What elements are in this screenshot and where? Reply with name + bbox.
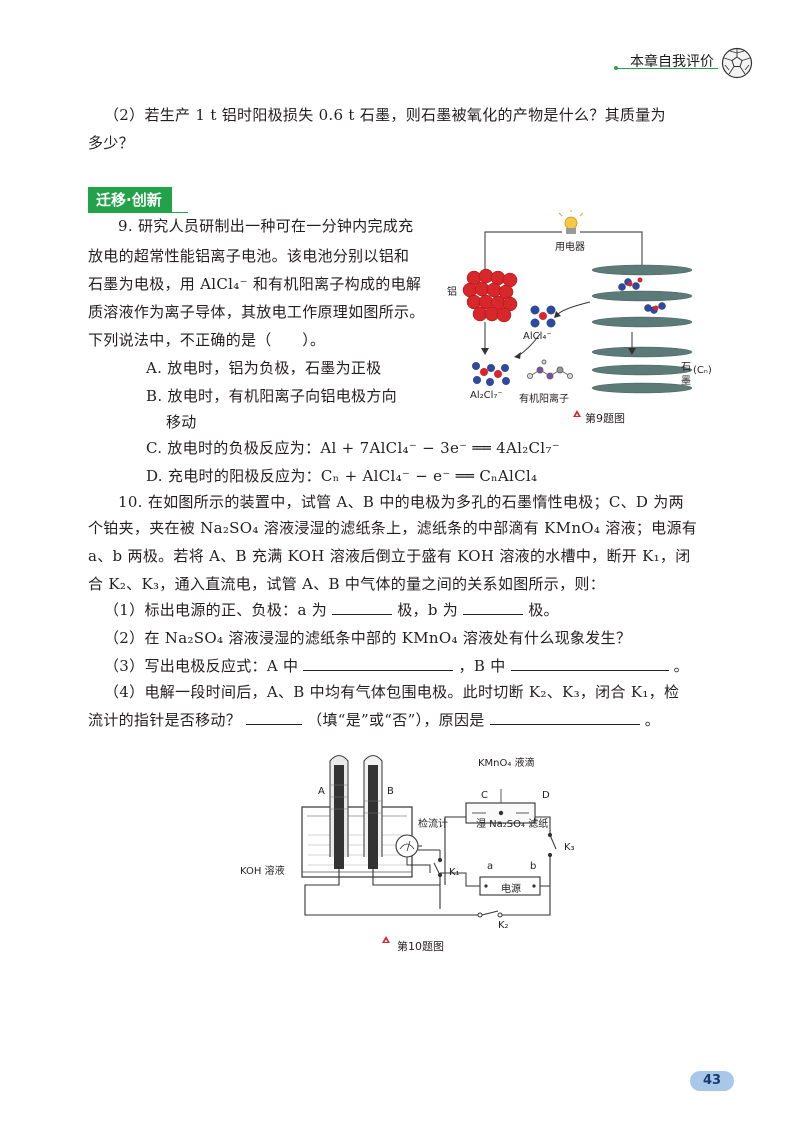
fig10-label-d: D — [542, 790, 550, 801]
fullerene-icon — [721, 47, 753, 79]
switch-k2 — [477, 910, 503, 918]
q10-part1-text-c: 极。 — [528, 601, 559, 619]
q10-part3-text-c: 。 — [673, 657, 689, 675]
q10-part4-text-a: 流计的指针是否移动？ — [88, 711, 242, 729]
fig10-label-c: C — [481, 790, 488, 801]
water-trough — [301, 806, 413, 878]
filter-paper — [465, 789, 536, 824]
header-rule — [618, 68, 718, 69]
switch-k1 — [418, 849, 443, 878]
fig9-label-alcl4: AlCl₄⁻ — [523, 331, 552, 342]
answer-blank-b-reaction[interactable] — [510, 654, 669, 671]
fig10-label-galvanometer: 检流计 — [418, 819, 448, 830]
q9-option-d: D. 充电时的阳极反应为：Cₙ + AlCl₄⁻ − e⁻ ══ CₙAlCl₄ — [146, 467, 538, 485]
q10-part4-text-c: 。 — [644, 711, 661, 729]
fig10-label-k1: K₁ — [449, 867, 460, 878]
al2cl7-ion — [472, 362, 510, 386]
fig10-label-kmno4: KMnO₄ 液滴 — [478, 758, 535, 769]
q9-line2: 放电的超常性能铝离子电池。该电池分别以铝和 — [88, 247, 410, 265]
graphite-layers — [591, 264, 693, 394]
answer-blank-a-pole[interactable] — [332, 598, 393, 615]
q9-option-a: A. 放电时，铝为负极，石墨为正极 — [146, 359, 382, 377]
header-title: 本章自我评价 — [630, 54, 714, 70]
fig9-label-cn: (Cₙ) — [693, 365, 712, 376]
fig10-label-tube-b: B — [387, 786, 394, 797]
fig9-label-al2cl7: Al₂Cl₇⁻ — [470, 390, 503, 401]
answer-blank-a-reaction[interactable] — [303, 654, 454, 671]
galvanometer — [395, 834, 431, 873]
section-badge: 迁移·创新 — [88, 187, 172, 213]
q10-line2: 个铂夹，夹在被 Na₂SO₄ 溶液浸湿的滤纸条上，滤纸条的中部滴有 KMnO₄ … — [88, 519, 698, 537]
q10-part3: （3）写出电极反应式：A 中 ，B 中 。 — [104, 651, 689, 681]
aluminium-electrode-cluster — [462, 268, 518, 323]
q9-option-b: B. 放电时，有机阳离子向铝电极方向 — [146, 387, 397, 405]
q9-line5: 下列说法中，不正确的是（ ）。 — [88, 331, 326, 349]
q10-part4-text-b: （填“是”或“否”），原因是 — [307, 711, 485, 729]
fig10-label-k3: K₃ — [564, 842, 575, 853]
q10-part3-text-b: ，B 中 — [458, 657, 506, 675]
answer-blank-b-pole[interactable] — [463, 598, 524, 615]
fig9-label-aluminium: 铝 — [447, 287, 457, 298]
q8-part2-line2: 多少？ — [88, 134, 134, 152]
q10-part1-text-a: （1）标出电源的正、负极：a 为 — [104, 601, 328, 619]
fig9-label-cation: 有机阳离子 — [519, 394, 569, 405]
fig9-label-graphite-2: 墨 — [681, 376, 691, 387]
fig10-caption: 第10题图 — [397, 940, 444, 953]
power-supply — [440, 872, 550, 896]
fig9-caption: 第9题图 — [585, 412, 625, 425]
test-tube-a — [329, 754, 349, 869]
q9-option-b-cont: 移动 — [166, 413, 197, 431]
q10-part4: （4）电解一段时间后，A、B 中均有气体包围电极。此时切断 K₂、K₃，闭合 K… — [104, 683, 680, 701]
q10-line4: 合 K₂、K₃，通入直流电，试管 A、B 中气体的量之间的关系如图所示，则： — [88, 575, 606, 593]
fig10-label-a: a — [487, 861, 494, 872]
q9-line4: 质溶液作为离子导体，其放电工作原理如图所示。 — [88, 303, 425, 321]
q10-part1-text-b: 极，b 为 — [397, 601, 459, 619]
section-badge-line — [88, 212, 188, 213]
test-tube-b — [363, 754, 383, 869]
page-number: 43 — [690, 1071, 734, 1091]
q10-part2: （2）在 Na₂SO₄ 溶液浸湿的滤纸条中部的 KMnO₄ 溶液处有什么现象发生… — [104, 629, 632, 647]
fig10-label-b: b — [530, 861, 537, 872]
answer-blank-needle[interactable] — [246, 708, 303, 725]
header-dot — [614, 66, 618, 70]
answer-blank-reason[interactable] — [489, 708, 640, 725]
q10-line3: a、b 两极。若将 A、B 充满 KOH 溶液后倒立于盛有 KOH 溶液的水槽中… — [88, 547, 691, 565]
fig9-label-graphite-1: 石 — [681, 362, 691, 373]
figure-9-battery-diagram — [462, 210, 693, 417]
q10-part1: （1）标出电源的正、负极：a 为 极，b 为 极。 — [104, 595, 559, 625]
q8-part2-line1: （2）若生产 1 t 铝时阳极损失 0.6 t 石墨，则石墨被氧化的产物是什么？… — [104, 106, 666, 124]
figure-10-electrolysis-apparatus — [301, 754, 557, 943]
switch-k3 — [547, 832, 557, 858]
q10-line1: 10. 在如图所示的装置中，试管 A、B 中的电极为多孔的石墨惰性电极；C、D … — [118, 493, 684, 511]
q9-line3: 石墨为电极，用 AlCl₄⁻ 和有机阳离子构成的电解 — [88, 275, 422, 293]
q9-option-c: C. 放电时的负极反应为：Al + 7AlCl₄⁻ − 3e⁻ ══ 4Al₂C… — [146, 439, 560, 457]
fig9-label-device: 用电器 — [555, 242, 585, 253]
fig10-label-koh: KOH 溶液 — [240, 866, 285, 877]
fig10-label-tube-a: A — [318, 786, 325, 797]
fig10-label-k2: K₂ — [498, 920, 509, 931]
fig10-label-filter: 湿 Na₂SO₄ 滤纸 — [476, 819, 549, 830]
q10-part3-text-a: （3）写出电极反应式：A 中 — [104, 657, 299, 675]
q10-part4-cont: 流计的指针是否移动？ （填“是”或“否”），原因是 。 — [88, 705, 660, 735]
organic-cation — [527, 359, 573, 380]
alcl4-ion — [530, 305, 556, 328]
q9-line1: 9. 研究人员研制出一种可在一分钟内完成充 — [118, 217, 414, 235]
light-bulb-icon — [558, 210, 584, 234]
fig10-label-power: 电源 — [501, 884, 521, 895]
